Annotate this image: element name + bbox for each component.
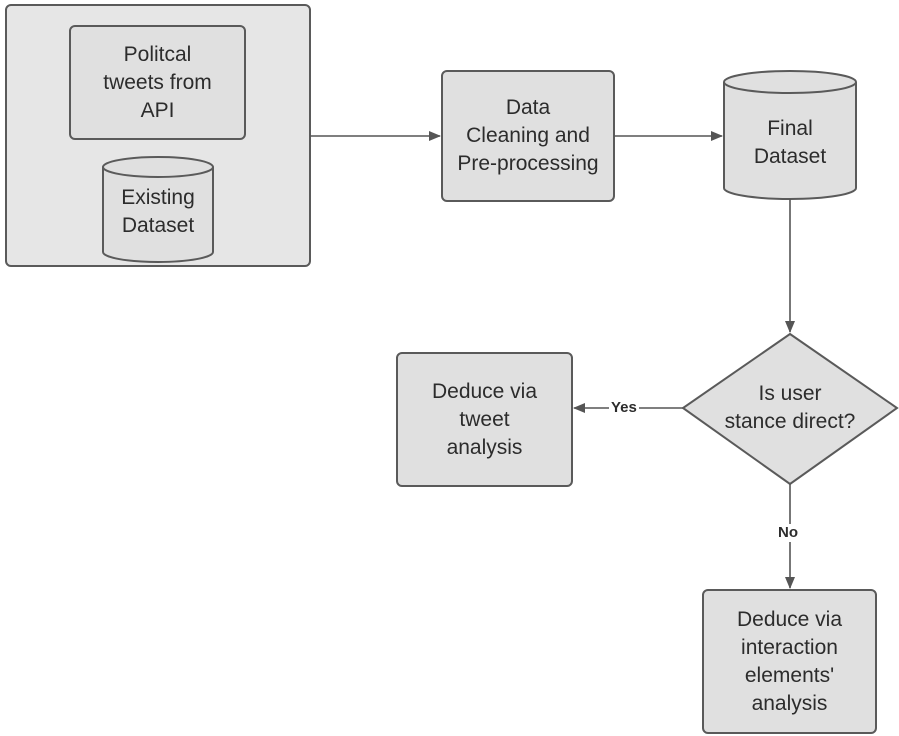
- source-tweets-label: Politcal tweets from API: [103, 42, 212, 122]
- interaction-analysis-box: [702, 589, 877, 734]
- final-dataset-cylinder: [723, 70, 857, 200]
- interaction-analysis-label: Deduce via interaction elements' analysi…: [736, 607, 843, 715]
- cleaning-label: Data Cleaning and Pre-processing: [457, 96, 599, 175]
- tweet-analysis-label: Deduce via tweet analysis: [431, 379, 538, 459]
- decision-label: Is user stance direct?: [724, 382, 856, 433]
- final-dataset-label: Final Dataset: [753, 117, 827, 168]
- source-tweets-box: [69, 25, 246, 140]
- existing-dataset-label: Existing Dataset: [121, 186, 195, 237]
- edge-label-yes: Yes: [609, 399, 639, 417]
- existing-dataset-cylinder: [102, 156, 214, 263]
- edge-label-no: No: [776, 524, 800, 542]
- tweet-analysis-box: [396, 352, 573, 487]
